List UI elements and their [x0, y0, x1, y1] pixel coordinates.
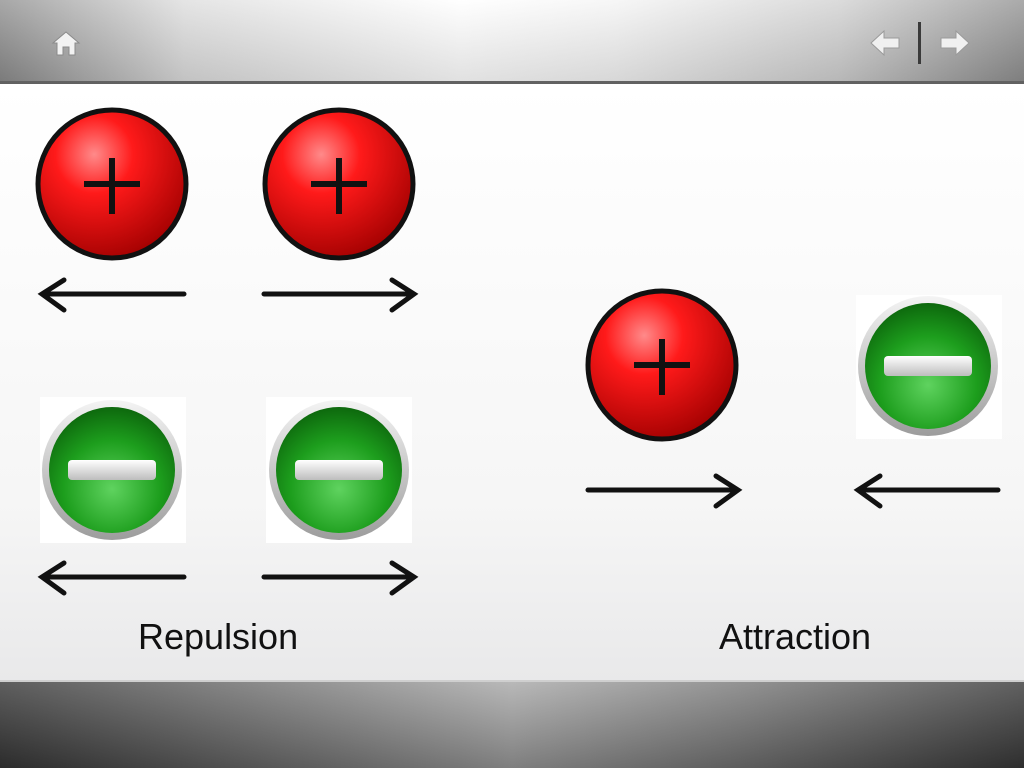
repulsion-caption: Repulsion: [138, 616, 299, 657]
positive-charge-1: [35, 107, 189, 261]
positive-charge-2: [262, 107, 416, 261]
arrow-right-icon: [585, 473, 743, 509]
top-toolbar: [0, 0, 1024, 84]
arrow-left-icon: [37, 560, 187, 596]
home-icon[interactable]: [50, 28, 82, 60]
arrow-left-icon: [37, 277, 187, 313]
negative-charge-1: [40, 397, 186, 543]
positive-charge-3: [585, 288, 739, 442]
arrow-right-icon[interactable]: [938, 26, 972, 60]
nav-divider: [918, 22, 921, 64]
negative-charge-2: [266, 397, 412, 543]
negative-charge-3: [856, 295, 1002, 439]
arrow-left-icon: [853, 473, 1001, 509]
arrow-left-icon[interactable]: [868, 26, 902, 60]
attraction-caption: Attraction: [719, 616, 872, 657]
arrow-right-icon: [261, 277, 419, 313]
arrow-right-icon: [261, 560, 419, 596]
bottom-bar: [0, 680, 1024, 768]
